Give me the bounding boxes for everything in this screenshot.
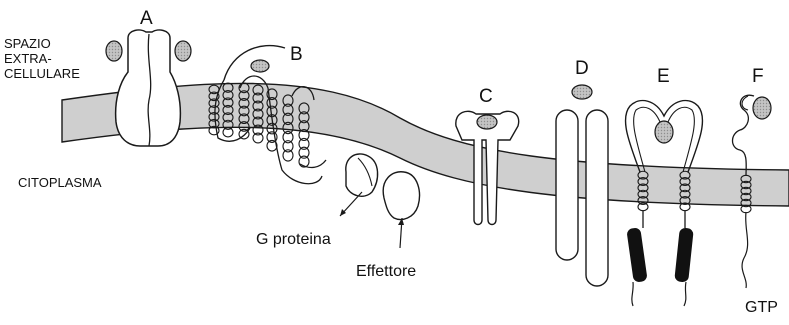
effector-label: Effettore — [356, 263, 416, 280]
extracellular-line-2: EXTRA- — [4, 51, 52, 66]
receptor-f-label: F — [752, 66, 764, 87]
receptor-a-label: A — [140, 8, 153, 29]
extracellular-label: SPAZIO EXTRA- CELLULARE — [4, 36, 80, 81]
g-protein: G proteina — [256, 154, 378, 248]
receptor-a: A — [106, 8, 191, 146]
extracellular-line-3: CELLULARE — [4, 66, 80, 81]
kinase-domain-left — [626, 227, 647, 282]
ligand-f — [753, 97, 771, 119]
g-protein-label: G proteina — [256, 231, 331, 248]
extracellular-line-1: SPAZIO — [4, 36, 51, 51]
gtp-label: GTP — [745, 299, 778, 316]
receptor-e-label: E — [657, 66, 670, 87]
cytoplasm-label: CITOPLASMA — [18, 175, 102, 190]
receptor-b: B — [209, 44, 326, 184]
ligand-a-left — [106, 41, 122, 61]
ligand-c — [477, 115, 497, 129]
ligand-a-right — [175, 41, 191, 61]
ligand-e — [655, 121, 673, 143]
kinase-domain-right — [674, 227, 694, 282]
ligand-d — [572, 85, 592, 99]
receptor-c-label: C — [479, 86, 493, 107]
ligand-b — [251, 60, 269, 72]
receptor-d-label: D — [575, 58, 589, 79]
receptor-b-label: B — [290, 44, 303, 65]
